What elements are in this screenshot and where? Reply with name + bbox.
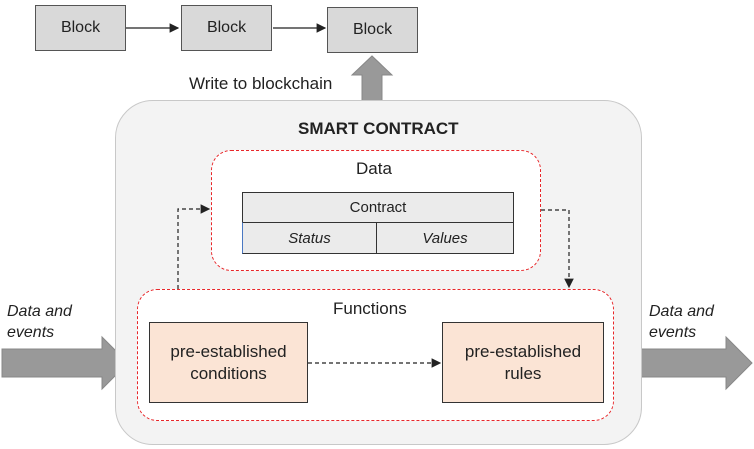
values-cell: Values (376, 222, 514, 254)
status-cell: Status (242, 222, 377, 254)
output-data-events-label: Data and events (649, 303, 714, 341)
functions-to-data-arrow (177, 204, 211, 289)
functions-title: Functions (333, 299, 407, 318)
conditions-box: pre-established conditions (149, 322, 308, 403)
block-2: Block (181, 5, 272, 51)
rules-box: pre-established rules (442, 322, 604, 403)
input-data-events-label: Data and events (7, 303, 72, 341)
contract-cell: Contract (242, 192, 514, 223)
block-1: Block (35, 5, 126, 51)
data-title: Data (356, 159, 392, 178)
data-to-functions-arrow (541, 209, 574, 289)
smart-contract-title: SMART CONTRACT (298, 119, 459, 138)
block-3: Block (327, 7, 418, 53)
write-to-blockchain-label: Write to blockchain (189, 74, 333, 93)
